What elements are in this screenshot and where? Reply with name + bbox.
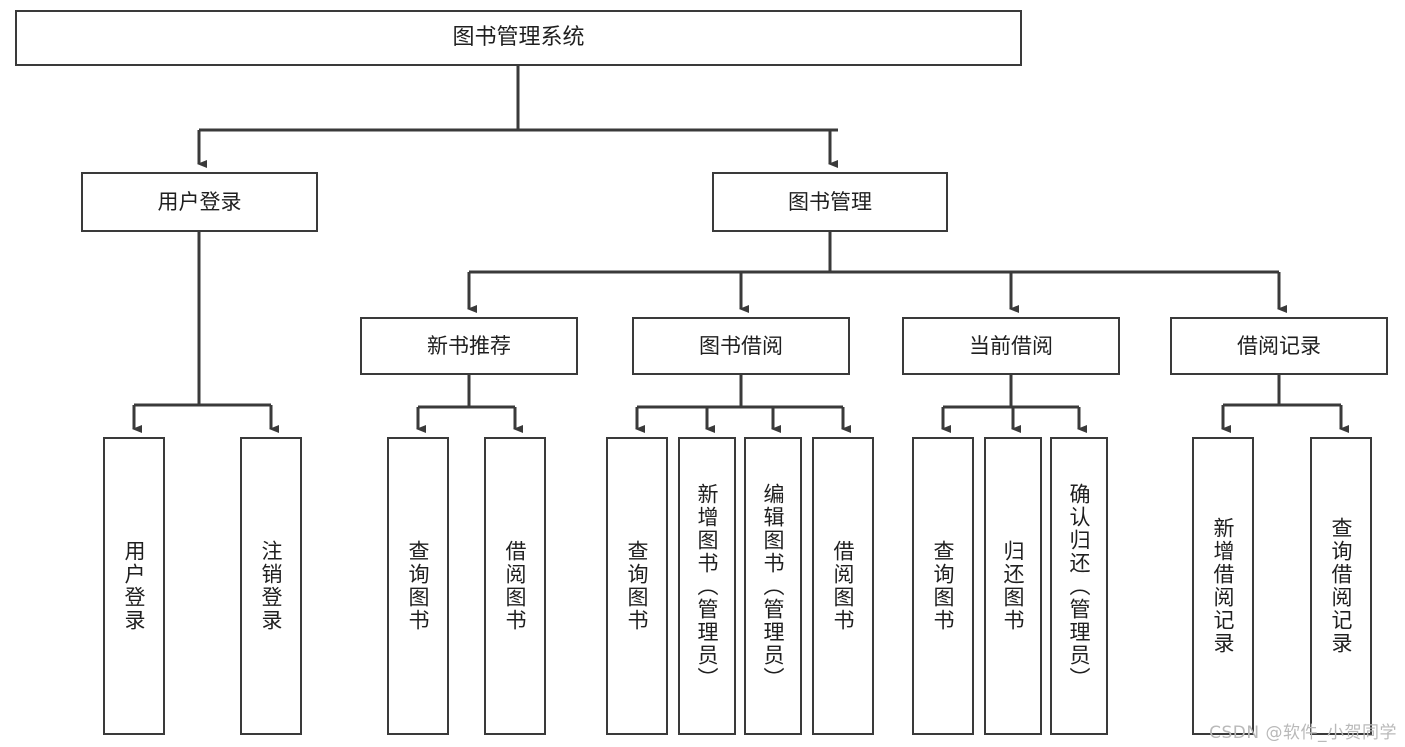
edge-group-user-login xyxy=(132,232,279,433)
node-book-borrow-label: 图书借阅 xyxy=(699,333,783,358)
edge-group-current-borrow xyxy=(941,375,1087,433)
node-book-borrow[interactable]: 图书借阅 xyxy=(632,317,850,375)
edge-group-root xyxy=(197,66,838,168)
node-leaf-edit-book-label: 编辑图书（管理员） xyxy=(761,482,786,690)
node-leaf-add-book-label: 新增图书（管理员） xyxy=(695,482,720,690)
edge-group-borrow-record xyxy=(1221,375,1349,433)
node-leaf-add-book[interactable]: 新增图书（管理员） xyxy=(678,437,736,735)
node-leaf-user-login[interactable]: 用户登录 xyxy=(103,437,165,735)
node-leaf-add-borrow-record[interactable]: 新增借阅记录 xyxy=(1192,437,1254,735)
node-new-book-recommend-label: 新书推荐 xyxy=(427,333,511,358)
node-borrow-record-label: 借阅记录 xyxy=(1237,333,1321,358)
node-leaf-return-book[interactable]: 归还图书 xyxy=(984,437,1042,735)
edge-group-book-management xyxy=(467,232,1287,313)
node-leaf-borrow-book[interactable]: 借阅图书 xyxy=(812,437,874,735)
node-leaf-logout[interactable]: 注销登录 xyxy=(240,437,302,735)
node-leaf-borrow-book-recommend-label: 借阅图书 xyxy=(503,540,528,632)
node-leaf-query-book-current[interactable]: 查询图书 xyxy=(912,437,974,735)
node-leaf-query-book-borrow-label: 查询图书 xyxy=(625,540,650,632)
node-book-management-label: 图书管理 xyxy=(788,189,872,214)
node-borrow-record[interactable]: 借阅记录 xyxy=(1170,317,1388,375)
node-leaf-query-borrow-record[interactable]: 查询借阅记录 xyxy=(1310,437,1372,735)
node-leaf-logout-label: 注销登录 xyxy=(259,540,284,632)
node-leaf-confirm-return-label: 确认归还（管理员） xyxy=(1067,482,1092,690)
node-leaf-borrow-book-recommend[interactable]: 借阅图书 xyxy=(484,437,546,735)
edge-group-book-borrow xyxy=(635,375,851,433)
node-leaf-query-book-recommend-label: 查询图书 xyxy=(406,540,431,632)
node-leaf-confirm-return[interactable]: 确认归还（管理员） xyxy=(1050,437,1108,735)
node-leaf-user-login-label: 用户登录 xyxy=(122,540,147,632)
node-current-borrow-label: 当前借阅 xyxy=(969,333,1053,358)
csdn-watermark: CSDN @软件_小贺同学 xyxy=(1209,723,1397,743)
node-book-management[interactable]: 图书管理 xyxy=(712,172,948,232)
node-root-label: 图书管理系统 xyxy=(452,24,585,50)
node-user-login[interactable]: 用户登录 xyxy=(81,172,318,232)
node-leaf-query-book-current-label: 查询图书 xyxy=(931,540,956,632)
edge-group-new-book-recommend xyxy=(416,375,523,433)
node-leaf-edit-book[interactable]: 编辑图书（管理员） xyxy=(744,437,802,735)
node-leaf-add-borrow-record-label: 新增借阅记录 xyxy=(1211,517,1236,655)
node-user-login-label: 用户登录 xyxy=(157,189,242,214)
node-leaf-query-borrow-record-label: 查询借阅记录 xyxy=(1329,517,1354,655)
node-current-borrow[interactable]: 当前借阅 xyxy=(902,317,1120,375)
node-leaf-query-book-borrow[interactable]: 查询图书 xyxy=(606,437,668,735)
node-leaf-return-book-label: 归还图书 xyxy=(1001,540,1026,632)
node-leaf-borrow-book-label: 借阅图书 xyxy=(831,540,856,632)
node-new-book-recommend[interactable]: 新书推荐 xyxy=(360,317,578,375)
node-root[interactable]: 图书管理系统 xyxy=(15,10,1022,66)
node-leaf-query-book-recommend[interactable]: 查询图书 xyxy=(387,437,449,735)
